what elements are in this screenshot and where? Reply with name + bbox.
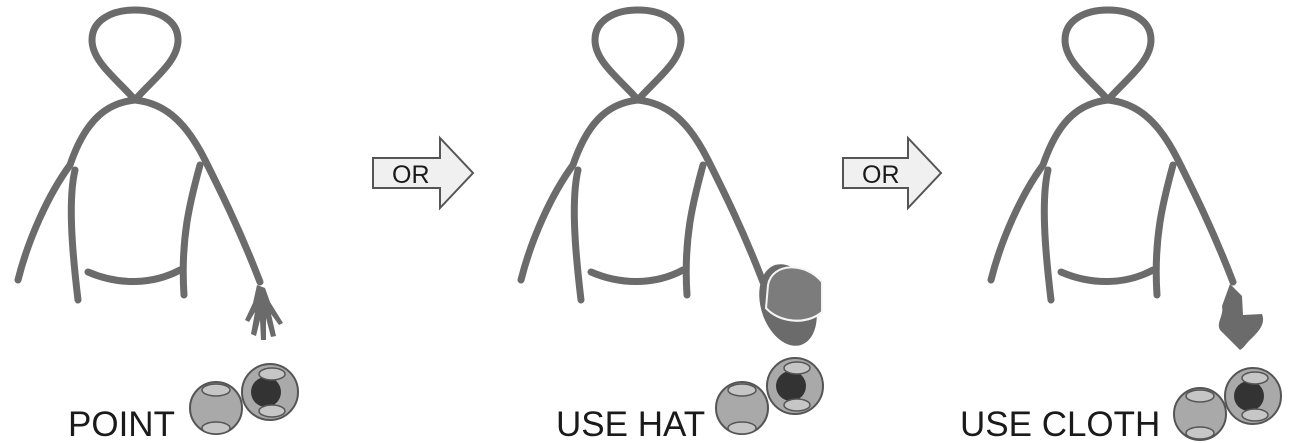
panel-point: POINT: [18, 10, 298, 443]
caption-use-cloth: USE CLOTH: [960, 405, 1160, 443]
caption-point: POINT: [68, 405, 175, 443]
or-arrow-2: OR: [843, 138, 941, 208]
figure-outline: [521, 10, 763, 300]
ball-pair-icon: [716, 358, 823, 434]
panel-use-hat: USE HAT: [521, 10, 827, 443]
ball-pair-icon: [190, 364, 298, 434]
figure-outline: [18, 10, 260, 300]
caption-use-hat: USE HAT: [556, 405, 705, 443]
panel-use-cloth: USE CLOTH: [960, 10, 1281, 443]
or-label-2: OR: [862, 161, 900, 189]
cloth-icon: [1219, 284, 1263, 350]
ball-pair-icon: [1174, 368, 1281, 440]
pointing-hand-icon: [245, 285, 283, 340]
or-label-1: OR: [392, 161, 430, 189]
or-arrow-1: OR: [373, 138, 473, 208]
figure-outline: [991, 10, 1233, 300]
